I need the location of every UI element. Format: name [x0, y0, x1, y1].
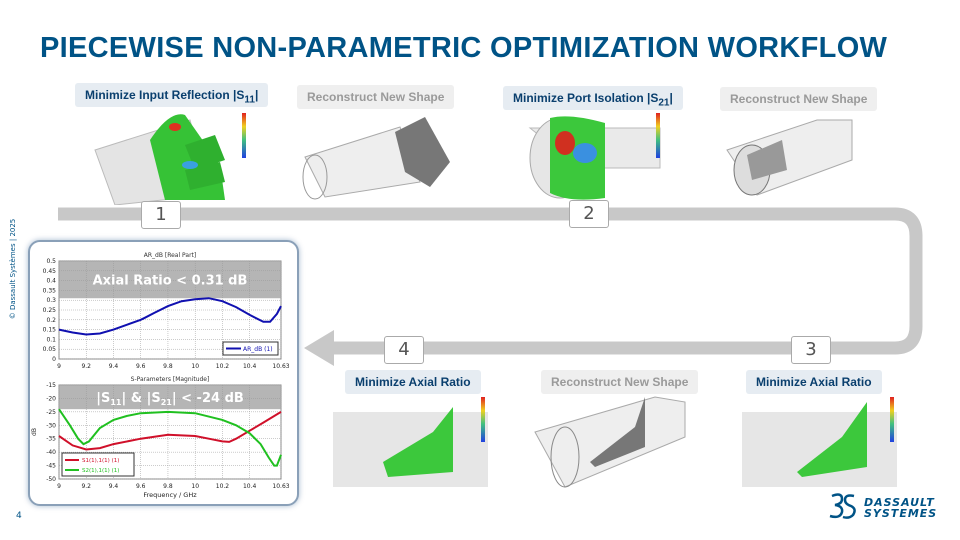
threshold-band	[59, 385, 281, 410]
y-tick-label: -50	[46, 476, 56, 483]
label-sub: 11	[244, 94, 255, 106]
x-tick-label: 10.63	[272, 363, 289, 370]
y-tick-label: 0.1	[46, 336, 56, 343]
x-tick-label: 9.4	[109, 483, 119, 490]
annotation: |S11| & |S21| < -24 dB	[96, 391, 244, 407]
model-image-4	[726, 119, 853, 196]
logo-line1: DASSAULT	[864, 496, 935, 509]
page-title: PIECEWISE NON-PARAMETRIC OPTIMIZATION WO…	[40, 32, 888, 64]
series-line	[58, 411, 282, 451]
y-tick-label: -40	[46, 449, 56, 456]
step-label-minimize-s11: Minimize Input Reflection |S11|	[75, 83, 269, 107]
step-number-4: 4	[384, 336, 424, 364]
model-image-5	[333, 397, 488, 487]
y-tick-label: 0.4	[46, 278, 56, 285]
series-line	[58, 297, 282, 336]
x-tick-label: 10	[191, 483, 199, 490]
y-tick-label: -30	[46, 422, 56, 429]
annotation-part: |S	[96, 391, 110, 406]
step-number-3: 3	[791, 336, 831, 364]
x-tick-label: 10.4	[243, 363, 257, 370]
y-tick-label: 0.05	[43, 346, 57, 353]
step-label-reconstruct-1: Reconstruct New Shape	[297, 85, 455, 109]
y-tick-label: 0.3	[46, 297, 56, 304]
y-tick-label: -20	[46, 395, 56, 402]
annotation-part: 21	[161, 398, 173, 407]
legend-box	[222, 341, 279, 356]
model-image-2	[302, 117, 450, 200]
results-panel: AR_dB [Real Part] 9 9.2 9.4 9.6 9.8 10 10.2 10.4…	[28, 240, 299, 506]
y-tick-label: 0.25	[43, 307, 57, 314]
threshold-band	[59, 261, 281, 299]
x-tick-label: 9	[57, 483, 61, 490]
step-number-1: 1	[141, 201, 181, 229]
x-tick-label: 9	[57, 363, 61, 370]
x-tick-label: 9.8	[163, 363, 173, 370]
x-tick-label: 9.4	[109, 363, 119, 370]
y-axis-label: dB	[31, 428, 38, 436]
label-sub: 21	[658, 97, 670, 109]
annotation: Axial Ratio < 0.31 dB	[93, 274, 248, 289]
y-tick-label: 0.45	[43, 268, 57, 275]
model-image-3	[528, 113, 661, 200]
label-text: Minimize Port Isolation |S	[513, 91, 659, 105]
step-number-2: 2	[569, 200, 609, 228]
legend-label: AR_dB (1)	[243, 346, 273, 353]
y-tick-label: -15	[46, 382, 56, 389]
charts-svg: AR_dB [Real Part] 9 9.2 9.4 9.6 9.8 10 10.2 10.4…	[31, 252, 290, 499]
x-tick-label: 9.2	[81, 363, 91, 370]
y-tick-label: 0.35	[43, 287, 57, 294]
x-tick-label: 10.4	[243, 483, 257, 490]
label-text: Minimize Input Reflection |S	[85, 88, 245, 102]
dassault-logo: DASSAULT SYSTEMES	[828, 490, 938, 522]
page-number: 4	[16, 511, 22, 521]
chart-title: AR_dB [Real Part]	[144, 252, 196, 259]
x-axis-label: Frequency / GHz	[143, 491, 197, 499]
x-tick-label: 9.6	[136, 483, 146, 490]
y-tick-label: -35	[46, 436, 56, 443]
workflow-track	[58, 207, 923, 366]
series-line	[58, 408, 282, 467]
y-tick-label: 0.15	[43, 327, 57, 334]
ds-logo-icon	[829, 493, 856, 519]
x-tick-label: 10.63	[272, 483, 289, 490]
step-label-minimize-ar-2: Minimize Axial Ratio	[746, 370, 882, 394]
y-tick-label: 0.2	[46, 317, 56, 324]
x-tick-label: 10.2	[216, 483, 230, 490]
x-tick-label: 10.2	[216, 363, 230, 370]
x-tick-label: 10	[191, 363, 199, 370]
annotation-part: | & |S	[121, 391, 160, 406]
step-label-minimize-ar-1: Minimize Axial Ratio	[345, 370, 481, 394]
legend-label: S2(1),1(1) (1)	[82, 468, 119, 474]
model-image-1	[94, 113, 246, 205]
x-tick-label: 9.2	[81, 483, 91, 490]
annotation-part: | < -24 dB	[172, 391, 244, 406]
y-tick-label: 0	[52, 356, 56, 363]
logo-line2: SYSTEMES	[864, 507, 938, 520]
step-label-reconstruct-3: Reconstruct New Shape	[541, 370, 699, 394]
step-label-minimize-s21: Minimize Port Isolation |S21|	[503, 86, 683, 110]
x-tick-label: 9.6	[136, 363, 146, 370]
chart-title: S-Parameters [Magnitude]	[131, 376, 210, 383]
arrow-head-icon	[304, 330, 334, 366]
model-image-6	[534, 396, 686, 488]
x-tick-label: 9.8	[163, 483, 173, 490]
step-label-reconstruct-2: Reconstruct New Shape	[720, 87, 878, 111]
annotation-part: 11	[110, 398, 122, 407]
model-image-7	[742, 397, 897, 487]
y-tick-label: -25	[46, 409, 56, 416]
y-tick-label: 0.5	[46, 258, 56, 265]
legend-label: S1(1),1(1) (1)	[82, 458, 119, 464]
label-tail: |	[254, 88, 259, 102]
legend-box	[61, 452, 135, 477]
y-tick-label: -45	[46, 463, 56, 470]
label-tail: |	[669, 91, 673, 105]
